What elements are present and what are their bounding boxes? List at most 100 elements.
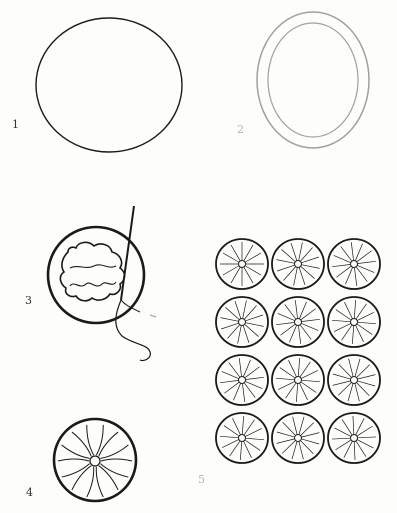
yoyo-gather-line [334, 255, 351, 262]
yoyo-unit [216, 297, 268, 347]
yoyo-gather-line [285, 304, 296, 318]
yoyo-gather-line [358, 381, 375, 386]
gather-line [96, 467, 103, 497]
yoyo-unit [328, 297, 380, 347]
yoyo-gather-line [294, 268, 298, 286]
yoyo-gather-line [282, 249, 295, 261]
yoyo-gather-line [333, 374, 350, 379]
gather-line [87, 467, 94, 497]
yoyo-gather-line [298, 358, 299, 376]
yoyo-gather-line [296, 384, 297, 402]
yoyo-gather-line [246, 382, 263, 389]
yoyo-outline [272, 297, 324, 347]
yoyo-gather-line [302, 265, 320, 269]
gather-line [87, 425, 94, 455]
yoyo-unit [328, 413, 380, 463]
yoyo-gather-line [222, 371, 239, 378]
yoyo-gather-line [243, 300, 247, 318]
yoyo-gather-line [301, 309, 315, 320]
gather-line [72, 432, 91, 456]
figure-number-3: 3 [25, 295, 32, 306]
yoyo-outline [216, 413, 268, 463]
yoyo-outline [328, 297, 380, 347]
yoyo-gather-line [341, 246, 352, 260]
figure-4-radiating-yoyo [54, 419, 136, 501]
yoyo-center [239, 261, 246, 268]
yoyo-gather-line [332, 264, 350, 266]
yoyo-gather-line [242, 384, 244, 402]
yoyo-gather-line [293, 417, 297, 434]
yoyo-gather-line [302, 257, 319, 263]
yoyo-gather-line [349, 359, 353, 376]
yoyo-gather-line [358, 266, 375, 273]
figure-3-gathered-circle [48, 206, 156, 361]
yoyo-center [351, 435, 358, 442]
yoyo-gather-line [283, 422, 296, 435]
figure-5-yoyo-grid [216, 239, 380, 463]
yoyo-gather-line [246, 323, 264, 327]
yoyo-gather-line [277, 432, 294, 437]
yoyo-gather-line [333, 381, 350, 385]
yoyo-gather-line [301, 441, 314, 454]
yoyo-gather-line [353, 416, 354, 434]
yoyo-unit [272, 413, 324, 463]
yoyo-center [295, 261, 302, 268]
gather-line [100, 445, 128, 458]
gather-line [58, 459, 89, 461]
yoyo-outline [216, 297, 268, 347]
yoyo-center [239, 435, 246, 442]
gather-line [101, 459, 132, 461]
yoyo-gather-line [300, 302, 307, 319]
yoyo-gather-line [301, 248, 313, 261]
yoyo-gather-line [220, 436, 238, 437]
figure-2-ring [257, 12, 369, 148]
yoyo-center [295, 319, 302, 326]
needle [121, 206, 134, 300]
figure-1-plain-circle [36, 18, 182, 152]
yoyo-gather-line [278, 313, 295, 320]
yoyo-gather-line [282, 441, 295, 454]
yoyo-gather-line [245, 325, 258, 337]
yoyo-center [239, 377, 246, 384]
yoyo-gather-line [283, 267, 295, 280]
yoyo-gather-line [299, 268, 305, 285]
yoyo-gather-line [302, 439, 319, 444]
yoyo-gather-line [292, 442, 297, 459]
yoyo-outline [272, 413, 324, 463]
yoyo-gather-line [357, 365, 370, 378]
yoyo-gather-line [220, 318, 238, 322]
figure-number-4: 4 [26, 487, 33, 498]
yoyo-gather-line [332, 438, 350, 439]
yoyo-gather-line [356, 267, 367, 281]
yoyo-gather-line [246, 315, 263, 321]
yoyo-gather-line [276, 322, 294, 324]
yoyo-unit [216, 355, 268, 405]
yoyo-gather-line [299, 417, 304, 434]
yoyo-gather-line [355, 384, 359, 401]
yoyo-gather-line [300, 325, 311, 339]
yoyo-gather-line [277, 265, 294, 271]
yoyo-gather-line [357, 251, 371, 262]
yoyo-gather-line [338, 383, 351, 396]
yoyo-gather-line [289, 326, 296, 343]
yoyo-gather-line [224, 382, 238, 393]
yoyo-gather-line [276, 378, 294, 379]
yoyo-gather-line [357, 383, 370, 396]
yoyo-gather-line [301, 423, 314, 436]
yoyo-outline [328, 355, 380, 405]
yoyo-gather-line [244, 383, 255, 397]
yoyo-gather-line [301, 267, 314, 279]
yoyo-gather-line [354, 268, 356, 286]
yoyo-gather-line [345, 268, 352, 285]
yoyo-gather-line [348, 384, 353, 401]
yoyo-outline [328, 413, 380, 463]
yoyo-gather-line [240, 442, 241, 460]
yoyo-gather-line [245, 367, 259, 378]
yoyo-gather-line [277, 439, 294, 443]
yoyo-gather-line [239, 358, 241, 376]
yoyo-gather-line [298, 326, 300, 344]
yoyo-gather-line [221, 323, 238, 329]
yoyo-gather-line [220, 380, 238, 382]
figure-number-5: 5 [198, 474, 205, 485]
yoyo-center [351, 319, 358, 326]
